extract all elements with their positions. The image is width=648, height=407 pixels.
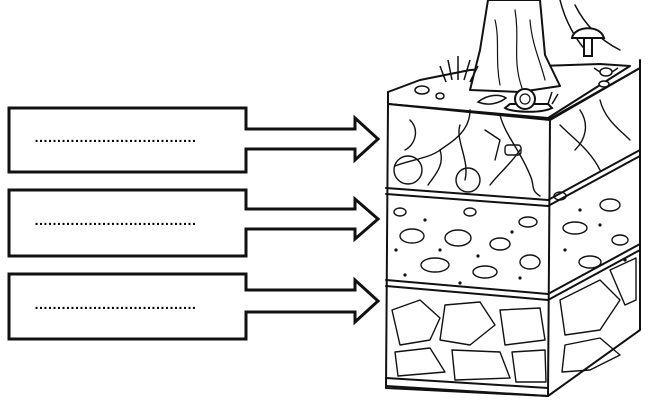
burrow-1 <box>393 155 423 185</box>
label-arrow-1 <box>7 106 381 174</box>
layer-label-subsoil[interactable]: ……………………………… <box>34 212 197 228</box>
tree-trunk <box>469 0 621 93</box>
pebbles <box>393 191 629 279</box>
boundary-1 <box>385 187 549 207</box>
sand-dots <box>394 208 627 285</box>
label-arrow-3 <box>7 272 381 341</box>
snail <box>503 88 559 113</box>
burrow-2 <box>455 167 481 193</box>
leaf <box>476 94 508 105</box>
insect <box>593 67 619 77</box>
bedrock <box>391 257 637 383</box>
roots <box>394 99 631 197</box>
small-stones <box>414 80 610 100</box>
layer-label-bedrock[interactable]: ……………………………… <box>34 296 197 312</box>
grass-tuft <box>439 56 479 83</box>
mushroom <box>570 27 606 57</box>
label-arrow-2 <box>7 188 381 258</box>
boundary-2 <box>385 279 549 301</box>
soil-block <box>385 59 641 397</box>
layer-label-topsoil[interactable]: ……………………………… <box>34 129 197 145</box>
